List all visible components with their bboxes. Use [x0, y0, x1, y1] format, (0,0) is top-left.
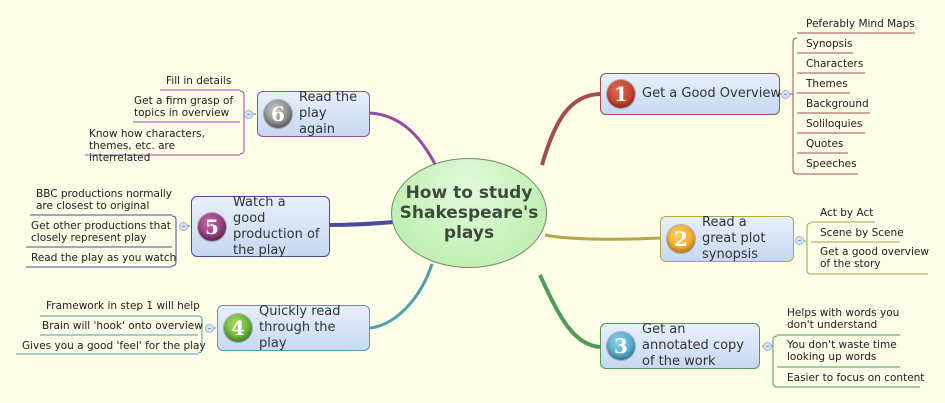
collapse-toggle-icon[interactable] — [763, 342, 772, 351]
leaf-item[interactable]: Get a firm grasp of topics in overview — [134, 95, 234, 119]
leaf-item[interactable]: Scene by Scene — [820, 227, 904, 239]
collapse-toggle-icon[interactable] — [781, 90, 790, 99]
central-topic[interactable]: How to study Shakespeare's plays — [391, 158, 547, 268]
number-4-icon: 4 — [224, 314, 252, 342]
topic-label: Watch a good production of the play — [233, 194, 320, 258]
topic-label: Get an annotated copy of the work — [642, 322, 744, 369]
collapse-toggle-icon[interactable] — [179, 222, 188, 231]
leaf-item[interactable]: Helps with words you don't understand — [787, 307, 900, 331]
leaf-item[interactable]: Easier to focus on content — [787, 372, 925, 384]
central-topic-label: How to study Shakespeare's plays — [399, 183, 539, 243]
topic-label: Read a great plot synopsis — [702, 215, 766, 262]
leaf-item[interactable]: Speeches — [806, 158, 857, 170]
topic-annotated-copy[interactable]: 3 Get an annotated copy of the work — [600, 322, 760, 369]
leaf-item[interactable]: Act by Act — [820, 207, 874, 219]
number-1-icon: 1 — [607, 80, 635, 108]
collapse-toggle-icon[interactable] — [205, 324, 214, 333]
leaf-item[interactable]: Background — [806, 98, 869, 110]
leaf-item[interactable]: Characters — [806, 58, 864, 70]
collapse-toggle-icon[interactable] — [795, 236, 804, 245]
collapse-toggle-icon[interactable] — [244, 110, 253, 119]
number-6-icon: 6 — [264, 100, 292, 128]
leaf-item[interactable]: Get a good overview of the story — [820, 246, 929, 270]
leaf-item[interactable]: Soliloquies — [806, 118, 863, 130]
leaf-item[interactable]: Fill in details — [166, 75, 232, 87]
number-5-icon: 5 — [198, 212, 226, 241]
topic-label: Quickly read through the play — [259, 304, 341, 351]
topic-read-plot-synopsis[interactable]: 2 Read a great plot synopsis — [660, 215, 794, 262]
topic-label: Read the play again — [299, 90, 358, 137]
number-2-icon: 2 — [667, 225, 695, 253]
leaf-item[interactable]: Framework in step 1 will help — [46, 300, 200, 312]
topic-label: Get a Good Overview — [642, 86, 781, 101]
leaf-item[interactable]: Gives you a good 'feel' for the play — [22, 340, 206, 352]
leaf-item[interactable]: Themes — [806, 78, 848, 90]
leaf-item[interactable]: Synopsis — [806, 38, 853, 50]
topic-get-good-overview[interactable]: 1 Get a Good Overview — [600, 73, 781, 115]
topic-quickly-read[interactable]: 4 Quickly read through the play — [217, 304, 370, 351]
number-3-icon: 3 — [607, 332, 635, 360]
leaf-item[interactable]: Get other productions that closely repre… — [31, 220, 171, 244]
leaf-item[interactable]: BBC productions normally are closest to … — [36, 188, 173, 212]
leaf-item[interactable]: You don't waste time looking up words — [787, 339, 897, 363]
leaf-item[interactable]: Read the play as you watch — [31, 252, 177, 264]
leaf-item[interactable]: Peferably Mind Maps — [806, 18, 915, 30]
leaf-item[interactable]: Brain will 'hook' onto overview — [42, 320, 203, 332]
leaf-item[interactable]: Quotes — [806, 138, 844, 150]
topic-read-again[interactable]: 6 Read the play again — [257, 90, 370, 137]
topic-watch-production[interactable]: 5 Watch a good production of the play — [191, 194, 330, 258]
leaf-item[interactable]: Know how characters, themes, etc. are in… — [89, 128, 205, 164]
